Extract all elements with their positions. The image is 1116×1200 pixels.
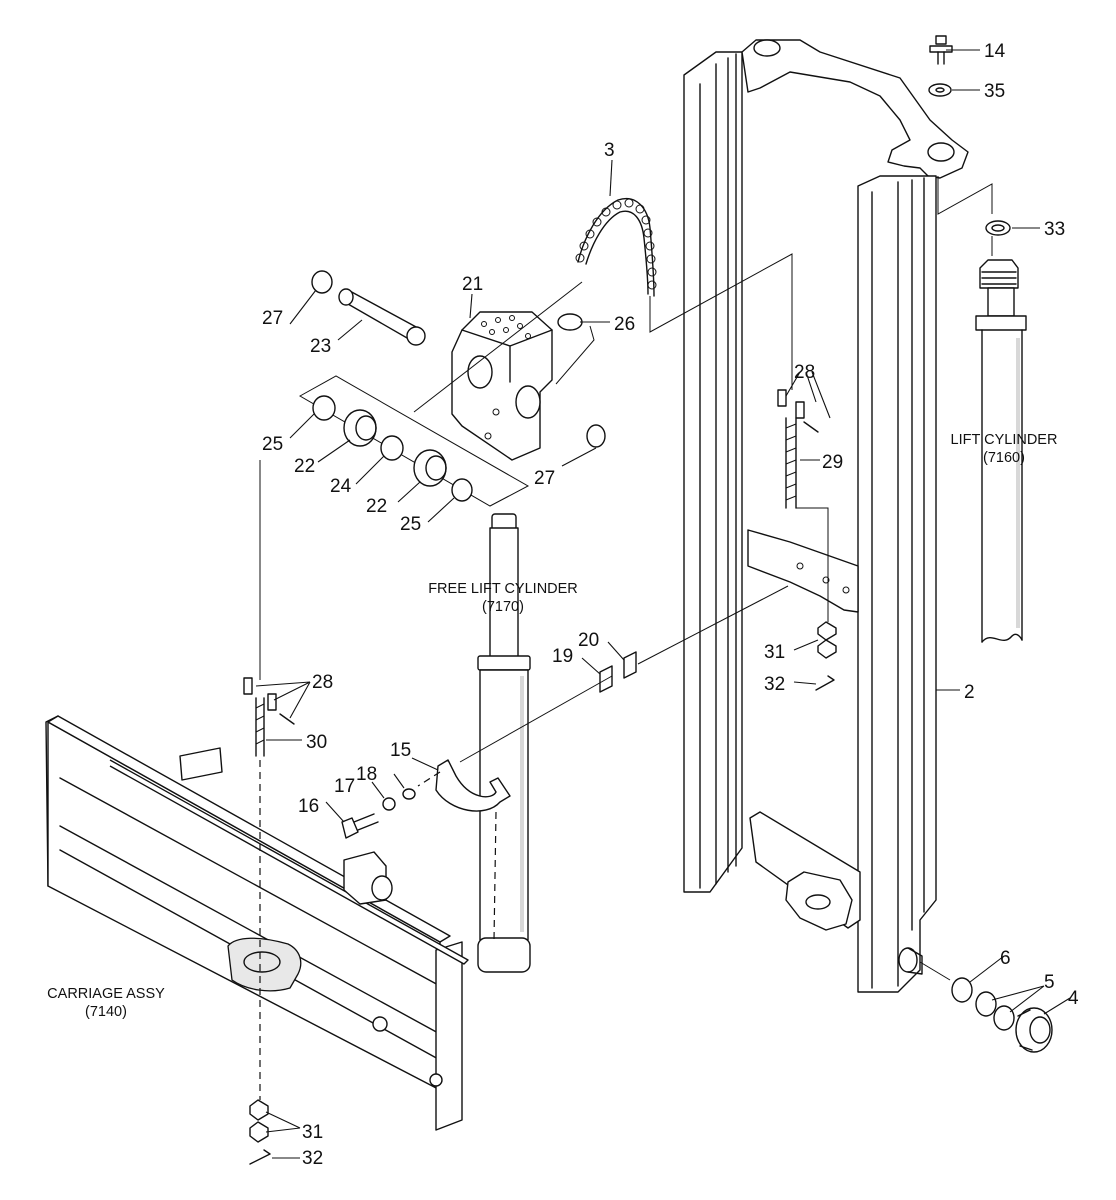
hose-clamp-15 (435, 759, 511, 812)
sheave-bracket (451, 311, 553, 461)
callout-18: 18 (356, 764, 377, 785)
callout-31-left: 31 (302, 1122, 323, 1143)
washer-33 (985, 220, 1011, 236)
roller-bearing-4 (1015, 1007, 1053, 1053)
free-lift-cylinder-caption: FREE LIFT CYLINDER (428, 581, 578, 597)
callout-33: 33 (1044, 219, 1065, 240)
shim-25-bottom (451, 478, 473, 502)
roller-22-top (343, 409, 377, 447)
sheave-pin (338, 288, 426, 346)
callout-16: 16 (298, 796, 319, 817)
cotter-pin-32-right (815, 675, 835, 691)
free-lift-cylinder-ref: (7170) (482, 599, 524, 615)
washer-18 (402, 788, 416, 800)
callout-26: 26 (614, 314, 635, 335)
callout-24: 24 (330, 476, 352, 497)
lift-chain (575, 197, 657, 297)
callout-27-top: 27 (262, 308, 283, 329)
snap-ring-26 (557, 313, 583, 331)
callout-21: 21 (462, 274, 483, 295)
assembly-lines (259, 176, 993, 1100)
lift-cylinder-ref: (7160) (983, 450, 1025, 466)
callout-14: 14 (984, 41, 1006, 62)
callout-19: 19 (552, 646, 573, 667)
callout-2: 2 (964, 682, 975, 703)
shim-5a (975, 991, 997, 1017)
callout-20: 20 (578, 630, 599, 651)
snap-ring-27-bottom (586, 424, 606, 448)
lift-cylinder-caption: LIFT CYLINDER (951, 432, 1058, 448)
callout-32-right: 32 (764, 674, 785, 695)
callout-5: 5 (1044, 972, 1055, 993)
nut-31-left (249, 1099, 269, 1143)
callout-15: 15 (390, 740, 411, 761)
snap-ring-27-top (311, 270, 333, 294)
carriage-assembly (45, 715, 469, 1131)
washer-17 (382, 797, 396, 811)
callout-4: 4 (1068, 988, 1079, 1009)
callout-31-right: 31 (764, 642, 785, 663)
callout-27-bottom: 27 (534, 468, 555, 489)
carriage-assy-ref: (7140) (85, 1004, 127, 1020)
chain-anchor-30 (243, 677, 295, 757)
mast-assembly (683, 39, 969, 993)
callout-32-left: 32 (302, 1148, 323, 1169)
callout-35: 35 (984, 81, 1005, 102)
callout-23: 23 (310, 336, 331, 357)
shim-25-top (312, 395, 336, 421)
lift-cylinder (975, 259, 1027, 643)
leader-lines (255, 49, 1071, 1159)
captions: LIFT CYLINDER (7160) FREE LIFT CYLINDER … (47, 432, 1057, 1020)
bolt-16 (341, 813, 379, 839)
callout-labels: 14 35 33 3 21 27 23 26 25 22 24 22 25 27… (262, 41, 1079, 1169)
callout-25-top: 25 (262, 434, 283, 455)
washer-35 (928, 83, 952, 97)
spacer-24 (380, 435, 404, 461)
chain-anchor-29 (777, 389, 819, 509)
cotter-pin-32-left (249, 1149, 271, 1165)
shim-6 (951, 977, 973, 1003)
callout-29: 29 (822, 452, 843, 473)
carriage-assy-caption: CARRIAGE ASSY (47, 986, 165, 1002)
callout-17: 17 (334, 776, 355, 797)
callout-22-top: 22 (294, 456, 315, 477)
nut-31-right (817, 621, 837, 659)
callout-28-right: 28 (794, 362, 815, 383)
callout-22-bottom: 22 (366, 496, 387, 517)
roller-22-bottom (413, 449, 447, 487)
callout-25-bottom: 25 (400, 514, 421, 535)
callout-30: 30 (306, 732, 327, 753)
shim-5b (993, 1005, 1015, 1031)
callout-28-left: 28 (312, 672, 333, 693)
callout-3: 3 (604, 140, 615, 161)
plate-20 (623, 651, 637, 679)
callout-6: 6 (1000, 948, 1011, 969)
